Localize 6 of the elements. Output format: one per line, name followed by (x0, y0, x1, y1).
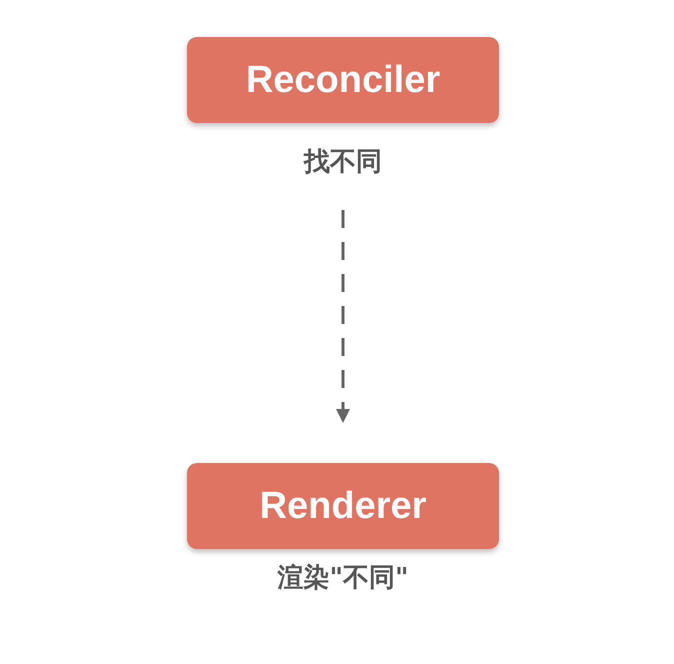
node-caption: 找不同 (304, 146, 382, 179)
box-label: Renderer (260, 484, 426, 528)
process-box (187, 463, 499, 549)
node-caption: 渲染"不同" (278, 562, 409, 595)
box-label: Reconciler (246, 58, 440, 102)
process-box (187, 37, 499, 123)
